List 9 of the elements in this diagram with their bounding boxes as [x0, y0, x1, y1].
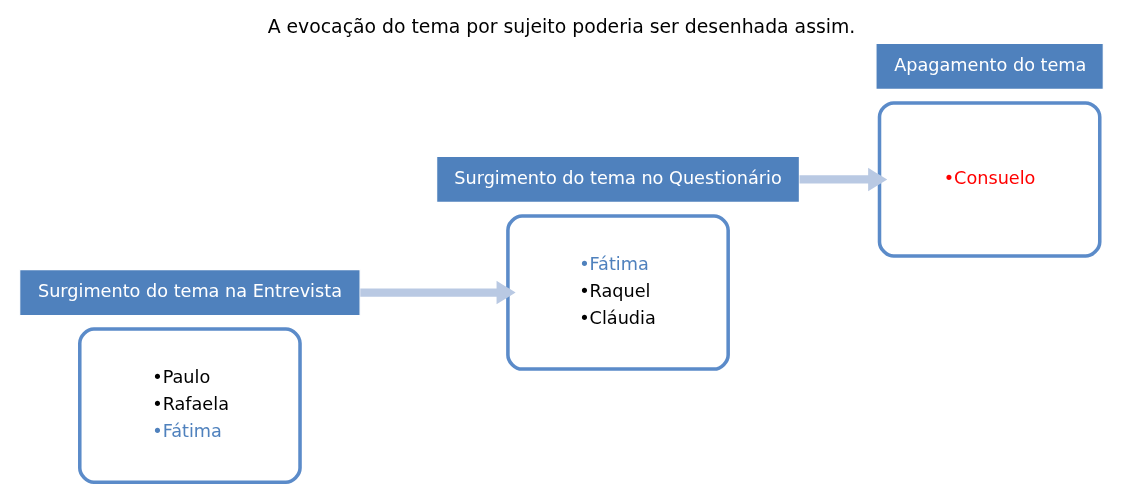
node-box: Surgimento do tema na Entrevista: [19, 269, 361, 317]
diagram-title: A evocação do tema por sujeito poderia ser desenhada assim.: [267, 15, 856, 37]
node-box: •Consuelo: [877, 101, 1102, 258]
node-box: Apagamento do tema: [875, 42, 1104, 90]
arrow: [799, 167, 888, 192]
node-box: •Fátima •Raquel •Cláudia: [506, 214, 730, 371]
node-box: Surgimento do tema no Questionário: [436, 155, 800, 204]
node-box: •Paulo •Rafaela •Fátima: [78, 327, 302, 484]
arrow: [360, 280, 516, 305]
